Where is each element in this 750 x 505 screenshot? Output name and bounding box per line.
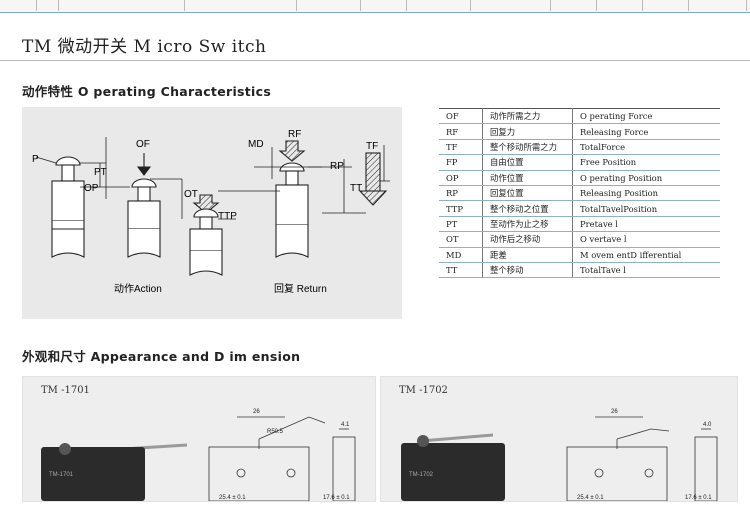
product-drawing: TM-1702 26 4.0 25.4 ± 0.1 17.6 ± 0.1 <box>401 409 718 502</box>
spec-code: OF <box>439 107 483 125</box>
top-strip <box>0 0 750 13</box>
spec-cn: 距差 <box>482 247 573 263</box>
spec-code: OT <box>439 231 483 248</box>
operating-diagram-svg: P PT OP OF OT TTP MD RF RP TF TT 动作Actio… <box>32 129 390 295</box>
dimension-drawing <box>566 416 718 502</box>
spec-en: TotalTave l <box>572 262 720 279</box>
spec-en: Releasing Force <box>572 123 720 140</box>
page-title: TM 微动开关 M icro Sw itch <box>22 37 267 57</box>
section-heading-operating: 动作特性 O perating Characteristics <box>22 84 272 99</box>
strip-cell <box>552 0 597 11</box>
label-P: P <box>32 154 39 165</box>
spec-en: O perating Position <box>572 170 720 186</box>
switch-photo: TM-1702 <box>401 433 505 501</box>
label-RF: RF <box>288 129 301 140</box>
spec-code: FP <box>439 154 483 171</box>
dim-176: 17.6 ± 0.1 <box>685 495 712 501</box>
strip-cell <box>0 0 37 11</box>
strip-cell <box>140 0 185 11</box>
strip-cell <box>38 0 59 11</box>
spec-cn: 整个移动之位置 <box>482 200 573 217</box>
label-PT: PT <box>94 167 107 178</box>
strip-cell <box>362 0 407 11</box>
spec-en: Pretave l <box>572 216 720 233</box>
spec-code: TF <box>439 139 483 156</box>
strip-cell <box>186 0 297 11</box>
spec-code: MD <box>439 247 483 263</box>
strip-cell <box>598 0 643 11</box>
label-RP: RP <box>330 161 344 172</box>
dim-26: 26 <box>253 409 260 415</box>
spec-code: RP <box>439 185 483 202</box>
spec-en: TotalTavelPosition <box>572 200 720 217</box>
label-TF: TF <box>366 141 378 152</box>
spec-en: M ovem entD ifferential <box>572 247 720 263</box>
brand-text: TM-1702 <box>409 472 434 478</box>
spec-code: PT <box>439 216 483 233</box>
label-TT: TT <box>350 183 362 194</box>
spec-cn: 回复位置 <box>482 185 573 202</box>
brand-text: TM-1701 <box>49 472 74 478</box>
spec-cn: 整个移动所需之力 <box>482 139 573 156</box>
switch-photo: TM-1701 <box>41 443 188 501</box>
strip-cell <box>644 0 689 11</box>
operating-diagram: P PT OP OF OT TTP MD RF RP TF TT 动作Actio… <box>22 107 402 319</box>
dim-41: 4.1 <box>341 422 350 428</box>
section-heading-appearance: 外观和尺寸 Appearance and D im ension <box>22 349 301 364</box>
dim-40: 4.0 <box>703 422 712 428</box>
label-OF: OF <box>136 139 150 150</box>
spec-cn: 回复力 <box>482 123 573 140</box>
product-panel-1702: TM -1702 TM-1702 26 4.0 25.4 ± 0.1 17.6 … <box>380 376 738 502</box>
caption-return: 回复 Return <box>274 282 327 295</box>
spec-en: TotalForce <box>572 139 720 156</box>
label-TTP: TTP <box>218 211 237 222</box>
dim-254: 25.4 ± 0.1 <box>577 495 604 501</box>
spec-code: TT <box>439 262 483 279</box>
dim-254: 25.4 ± 0.1 <box>219 495 246 501</box>
spec-cn: 至动作为止之移 <box>482 216 573 233</box>
product-panel-1701: TM -1701 TM-1701 26 R50.5 4.1 25.4 ± 0.1… <box>22 376 376 502</box>
spec-cn: 动作所需之力 <box>482 107 573 125</box>
title-divider <box>0 60 750 61</box>
spec-cn: 动作后之移动 <box>482 231 573 248</box>
label-OP: OP <box>84 183 99 194</box>
spec-code: RF <box>439 123 483 140</box>
spec-code: OP <box>439 170 483 186</box>
spec-cn: 自由位置 <box>482 154 573 171</box>
spec-cn: 整个移动 <box>482 262 573 279</box>
strip-cell <box>690 0 747 11</box>
dim-radius: R50.5 <box>267 429 284 435</box>
dim-176: 17.6 ± 0.1 <box>323 495 350 501</box>
spec-cn: 动作位置 <box>482 170 573 186</box>
spec-en: O vertave l <box>572 231 720 248</box>
spec-en: Free Position <box>572 154 720 171</box>
label-OT: OT <box>184 189 198 200</box>
spec-code: TTP <box>439 200 483 217</box>
model-label: TM -1701 <box>41 385 90 396</box>
strip-cell <box>472 0 551 11</box>
strip-cell <box>408 0 471 11</box>
label-MD: MD <box>248 139 264 150</box>
strip-cell <box>298 0 361 11</box>
spec-en: Releasing Position <box>572 185 720 202</box>
model-label: TM -1702 <box>399 385 448 396</box>
dim-26: 26 <box>611 409 618 415</box>
caption-action: 动作Action <box>114 283 162 295</box>
spec-en: O perating Force <box>572 107 720 125</box>
